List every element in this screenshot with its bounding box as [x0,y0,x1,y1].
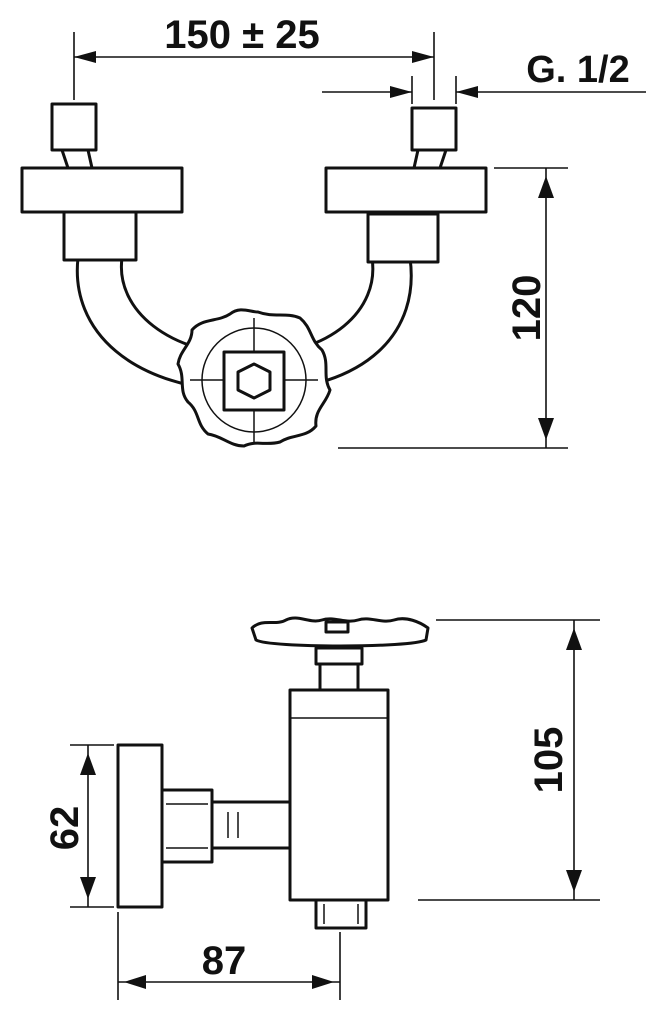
flange-arrow-top [80,753,96,775]
height-front-arrow-top [538,176,554,198]
left-nut [62,210,138,262]
flange-label: 62 [43,806,87,851]
right-flange [324,166,488,214]
depth-arrow-left [124,975,146,989]
side-nut [160,788,214,864]
hex-socket [236,362,272,400]
thread-arrow-right [456,86,478,98]
width-arrow-right [412,51,434,63]
depth-label: 87 [202,939,247,983]
height-front-label: 120 [505,275,549,342]
depth-arrow-right [312,975,334,989]
height-side-label: 105 [527,727,571,794]
thread-arrow-left [390,86,412,98]
side-handwheel-cap [324,620,350,634]
right-nut [366,212,440,264]
height-side-arrow-bottom [566,870,582,892]
left-stub-neck [60,148,94,170]
thread-label: G. 1/2 [526,49,630,91]
right-stub [410,106,458,152]
right-stub-neck [412,148,448,170]
height-side-arrow-top [566,628,582,650]
side-valve-body [288,688,390,902]
side-view: 105 62 87 [43,616,600,1000]
side-flange [116,743,164,909]
height-front-arrow-bottom [538,418,554,440]
side-spindle-collar [314,646,364,666]
side-spindle [318,660,360,692]
flange-arrow-bottom [80,877,96,899]
left-stub [50,102,98,152]
left-flange [20,166,184,214]
width-arrow-left [74,51,96,63]
width-label: 150 ± 25 [164,13,319,57]
front-view: 150 ± 25 G. 1/2 120 [20,13,646,449]
